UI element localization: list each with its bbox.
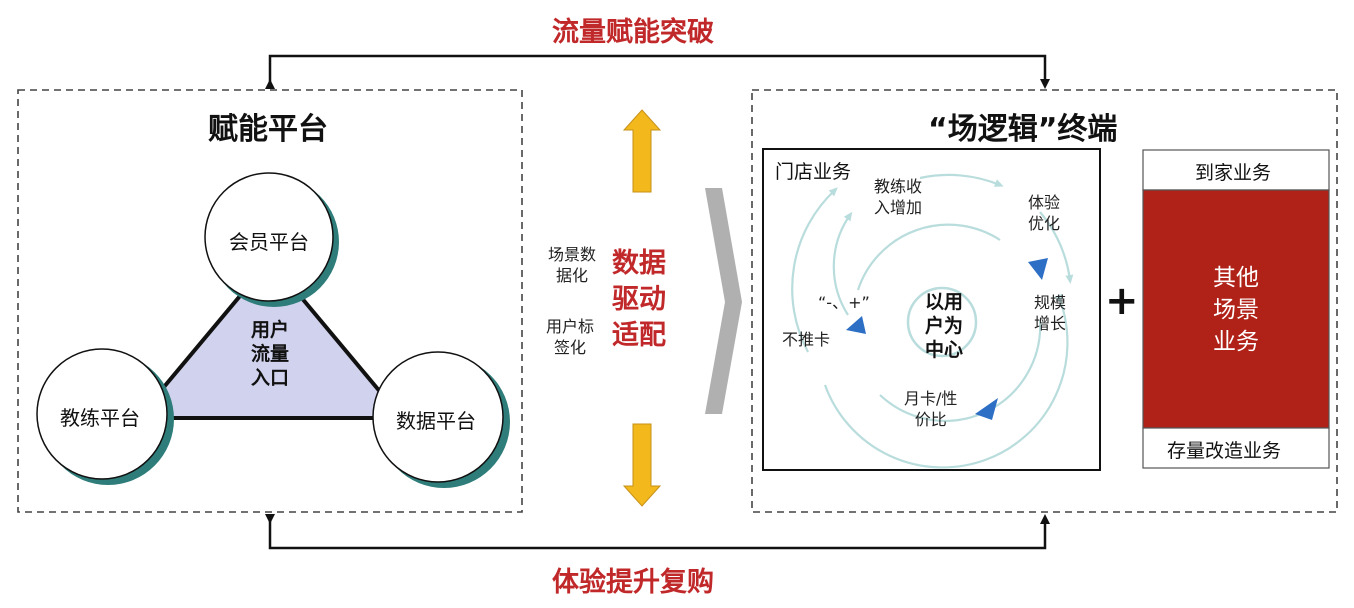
- user-centric-label: 以用 户为 中心: [924, 291, 963, 361]
- center-ring: [906, 286, 978, 358]
- top-connector-arrow: [265, 54, 1050, 89]
- store-business-title: 门店业务: [775, 161, 852, 183]
- left-panel-frame: [17, 89, 523, 513]
- blue-marker-icon: [846, 316, 866, 334]
- up-arrow-icon: [622, 109, 662, 193]
- member-platform-node: [204, 172, 339, 307]
- coach-platform-label: 教练平台: [60, 406, 140, 430]
- stock-renovation-box: [1142, 427, 1330, 469]
- bottom-label: 体验提升复购: [552, 567, 714, 598]
- minus-plus-label: “-、+”: [818, 293, 870, 312]
- data-platform-node: [372, 351, 510, 488]
- coach-income-label: 教练收 入增加: [874, 177, 923, 217]
- no-card-label: 不推卡: [782, 330, 831, 349]
- other-scenes-label: 其他 场景 业务: [1213, 265, 1259, 355]
- user-traffic-entry-label: 用户 流量 入口: [250, 319, 289, 389]
- user-traffic-triangle: [133, 256, 407, 420]
- data-driven-adaptation-label: 数据 驱动 适配: [612, 248, 666, 351]
- user-tagging-label: 用户标 签化: [545, 317, 594, 357]
- scale-growth-label: 规模 增长: [1034, 293, 1067, 333]
- chevron-right-icon: [705, 188, 742, 414]
- right-panel-title: “场逻辑”终端: [928, 112, 1118, 147]
- plus-sign: +: [1105, 278, 1139, 324]
- scene-digitization-label: 场景数 据化: [547, 245, 596, 285]
- coach-platform-node: [36, 348, 174, 485]
- stock-renovation-label: 存量改造业务: [1167, 440, 1282, 462]
- blue-marker-icon: [975, 398, 998, 420]
- left-panel-title: 赋能平台: [208, 112, 328, 147]
- outer-cycle-arcs: [791, 173, 1074, 469]
- top-label: 流量赋能突破: [552, 17, 714, 48]
- bottom-connector-arrow: [265, 514, 1050, 550]
- home-service-box: [1142, 149, 1330, 191]
- data-platform-label: 数据平台: [396, 409, 476, 433]
- member-platform-label: 会员平台: [229, 230, 309, 254]
- other-scenes-box: [1142, 189, 1330, 429]
- down-arrow-icon: [622, 423, 662, 507]
- right-panel-frame: [751, 89, 1338, 513]
- home-service-label: 到家业务: [1195, 162, 1272, 184]
- experience-optimization-label: 体验 优化: [1028, 193, 1061, 233]
- monthly-card-label: 月卡/性 价比: [904, 389, 958, 429]
- blue-marker-icon: [1028, 258, 1048, 280]
